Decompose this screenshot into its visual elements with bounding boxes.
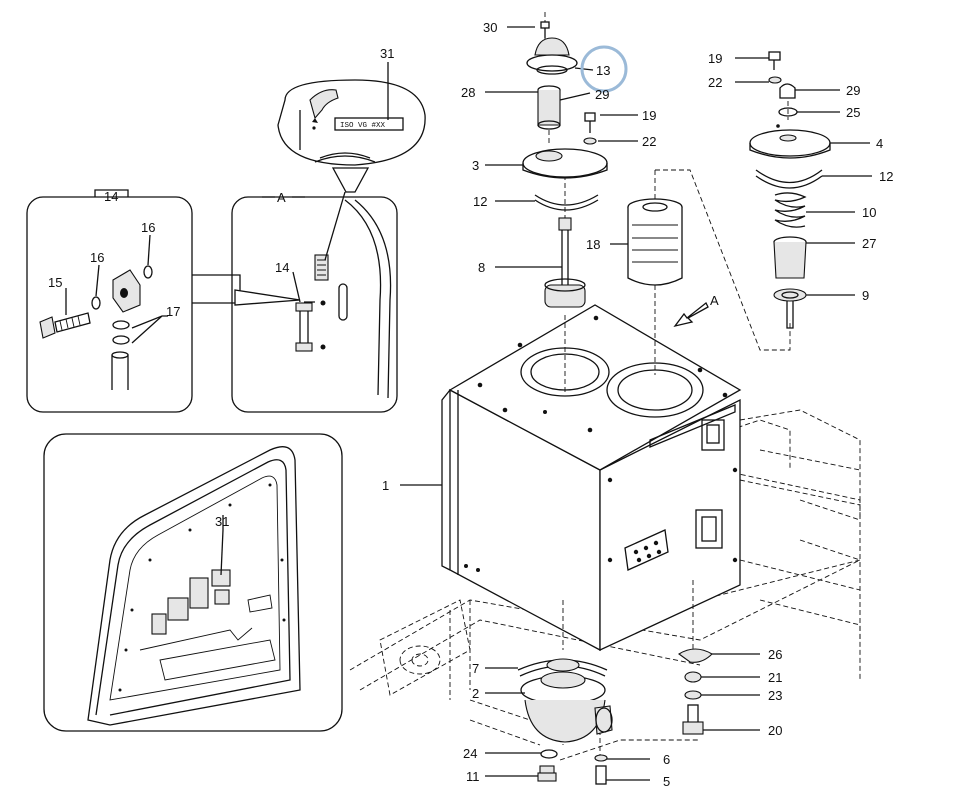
callout-27: 27: [862, 236, 876, 251]
callout-2: 2: [472, 686, 479, 701]
callout-8: 8: [478, 260, 485, 275]
callout-30: 30: [483, 20, 497, 35]
callout-14-box: 14: [104, 189, 118, 204]
detail-box-a: [231, 196, 398, 413]
bolt-19-upper: [583, 112, 597, 145]
callout-7: 7: [472, 661, 479, 676]
callout-28: 28: [461, 85, 475, 100]
callout-20: 20: [768, 723, 782, 738]
callout-25: 25: [846, 105, 860, 120]
return-filter-assembly: [749, 51, 831, 329]
callout-3: 3: [472, 158, 479, 173]
oil-grade-label: ISO VG #XX: [340, 122, 386, 130]
callout-labels: 30 13 28 29 19 22 3 12 8 18 19 22 29 25 …: [48, 20, 893, 789]
hydraulic-tank-body: [441, 304, 742, 652]
callout-14-detail-a: 14: [275, 260, 289, 275]
view-a-arrow: [673, 301, 709, 328]
callout-21: 21: [768, 670, 782, 685]
callout-31-cab: 31: [215, 514, 229, 529]
view-a-arrow-label: A: [710, 293, 719, 308]
callout-31-oval: 31: [380, 46, 394, 61]
callout-15: 15: [48, 275, 62, 290]
callout-24: 24: [463, 746, 477, 761]
callout-4: 4: [876, 136, 883, 151]
breather-cap-assembly: [522, 21, 608, 308]
callout-1: 1: [382, 478, 389, 493]
detail-box-14: [26, 196, 193, 413]
callout-22-upper: 22: [642, 134, 656, 149]
callout-29-upper: 29: [595, 87, 609, 102]
callout-12-right: 12: [879, 169, 893, 184]
suction-assembly: [517, 648, 713, 785]
callout-9: 9: [862, 288, 869, 303]
callout-18: 18: [586, 237, 600, 252]
callout-10: 10: [862, 205, 876, 220]
callout-29-right: 29: [846, 83, 860, 98]
callout-19-right: 19: [708, 51, 722, 66]
detail-pointer-14: [192, 274, 301, 306]
callout-6: 6: [663, 752, 670, 767]
callout-23: 23: [768, 688, 782, 703]
callout-16-left: 16: [90, 250, 104, 265]
callout-5: 5: [663, 774, 670, 789]
leader-lines: [65, 26, 872, 781]
callout-26: 26: [768, 647, 782, 662]
highlight-ring: [580, 45, 628, 93]
detail-a-title: A: [277, 190, 286, 205]
callout-13: 13: [596, 63, 610, 78]
cab-door-detail: [43, 433, 343, 732]
callout-11: 11: [466, 769, 480, 784]
callout-19-upper: 19: [642, 108, 656, 123]
callout-22-right: 22: [708, 75, 722, 90]
filter-element-18: [627, 198, 683, 286]
callout-17: 17: [166, 304, 180, 319]
callout-12-left: 12: [473, 194, 487, 209]
callout-16-right: 16: [141, 220, 155, 235]
detail-pointer-31: [324, 167, 370, 261]
